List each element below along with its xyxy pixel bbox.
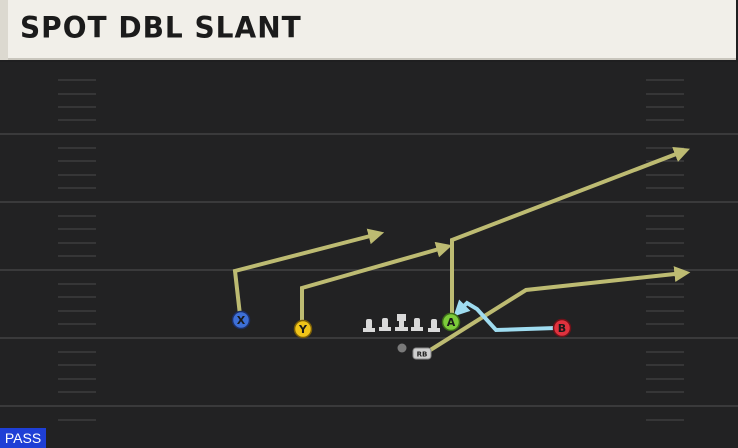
play-diagram: RB X Y A B (0, 79, 738, 421)
qb-marker (397, 343, 407, 353)
header-edge (0, 0, 8, 60)
route-b (453, 299, 557, 333)
player-b: B (552, 318, 572, 338)
hash-marks-left (58, 79, 96, 421)
lineman-icon (363, 319, 375, 332)
route-y (300, 241, 453, 324)
player-y: Y (293, 319, 313, 339)
rb-label: RB (417, 351, 428, 359)
route-a (450, 146, 690, 318)
offensive-line (363, 314, 440, 332)
player-x: X (231, 310, 251, 330)
lineman-icon (379, 318, 391, 331)
player-x-label: X (237, 314, 246, 327)
field: RB X Y A B (0, 62, 738, 448)
route-x (232, 228, 385, 316)
player-a: A (441, 312, 461, 332)
route-rb (422, 266, 691, 356)
rb-marker: RB (412, 347, 432, 360)
play-type-badge: PASS (0, 428, 46, 448)
hash-marks-right (646, 79, 684, 421)
player-a-label: A (447, 316, 456, 329)
lineman-icon (428, 319, 440, 332)
play-title: SPOT DBL SLANT (20, 10, 302, 45)
player-b-label: B (558, 322, 566, 335)
center-icon (395, 314, 408, 331)
lineman-icon (411, 318, 423, 331)
player-y-label: Y (298, 323, 308, 336)
play-header: SPOT DBL SLANT (0, 0, 736, 60)
